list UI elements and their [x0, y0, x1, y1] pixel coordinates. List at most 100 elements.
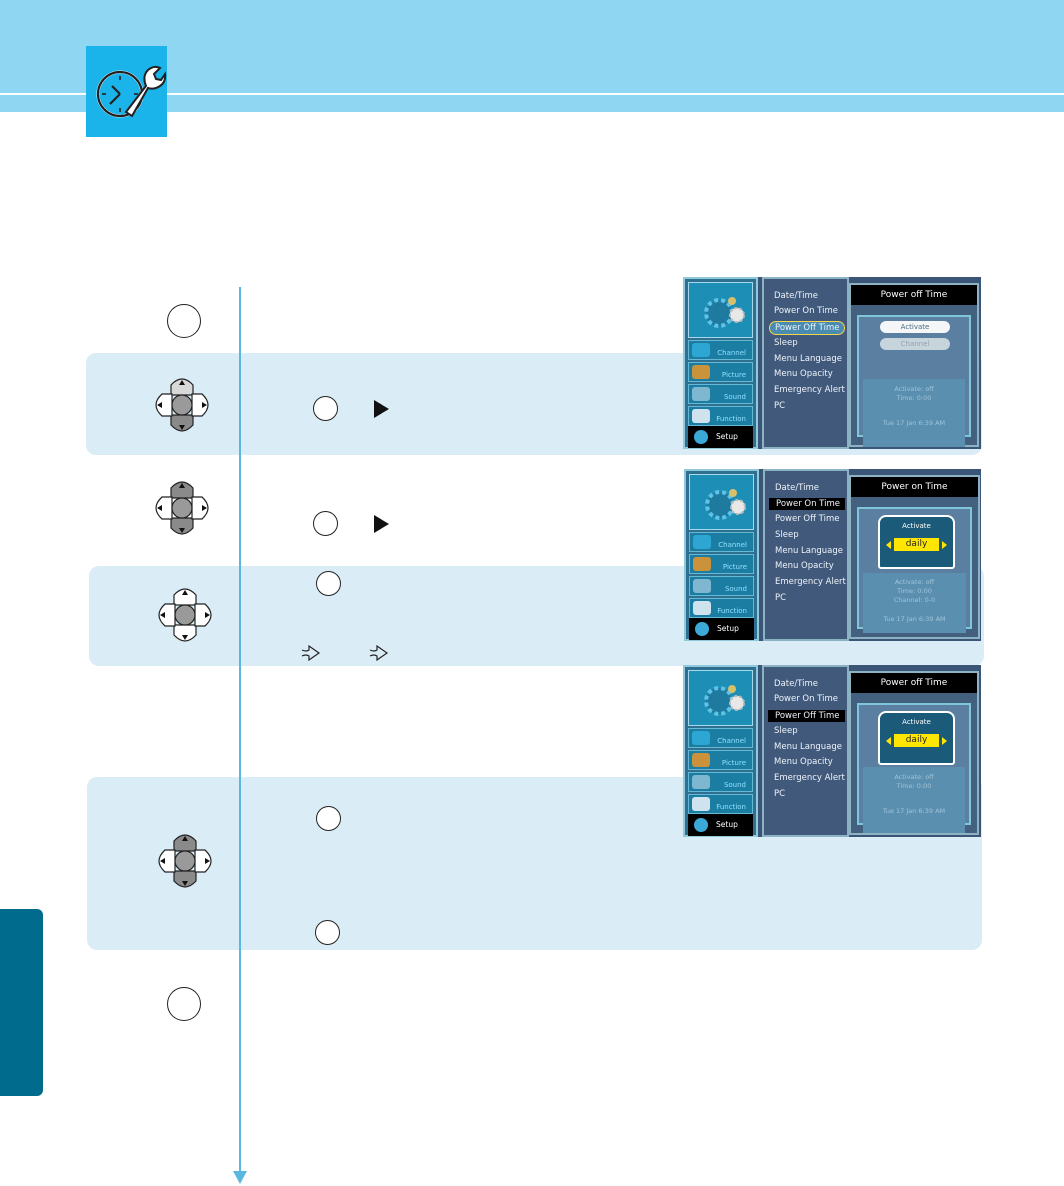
enter-button-circle — [313, 511, 338, 536]
flow-arrow-icon — [233, 1171, 247, 1184]
osd-tab-setup: Setup — [689, 618, 754, 640]
menu-item: PC — [775, 593, 787, 603]
menu-item: Menu Language — [775, 546, 843, 556]
tv-screen-1: Channel Picture Sound Function Setup Dat… — [683, 277, 981, 449]
activate-value: daily — [894, 538, 939, 551]
osd-panel: Power off Time Activate daily Activate: … — [849, 671, 979, 835]
menu-item: Date/Time — [774, 679, 818, 689]
osd-tab-setup: Setup — [688, 814, 753, 836]
panel-title: Power on Time — [851, 477, 978, 497]
menu-item-selected: Power Off Time — [768, 710, 845, 722]
osd-sidebar: Channel Picture Sound Function Setup — [684, 469, 759, 641]
info-line: Channel: 0-0 — [893, 596, 936, 604]
tv-screen-2: Channel Picture Sound Function Setup Dat… — [684, 469, 981, 641]
osd-tab-function: Function — [688, 794, 753, 814]
panel-info: Activate: off Time: 0:00 Channel: 0-0 Tu… — [863, 573, 966, 633]
left-arrow-icon — [886, 737, 891, 745]
gear-icon — [689, 474, 754, 530]
menu-item: Power Off Time — [775, 514, 840, 524]
info-line: Activate: off — [894, 385, 934, 393]
dpad-icon — [155, 481, 209, 535]
osd-tab-sound: Sound — [688, 772, 753, 792]
osd-sidebar: Channel Picture Sound Function Setup — [683, 277, 758, 449]
side-tab — [0, 909, 43, 1096]
osd-menu: Date/Time Power On Time Power Off Time S… — [762, 277, 849, 449]
menu-item-selected: Power Off Time — [769, 321, 846, 335]
menu-item: Date/Time — [774, 291, 818, 301]
activate-selector: Activate daily — [878, 711, 955, 765]
osd-tab-function: Function — [689, 598, 754, 618]
info-line: Time: 0:00 — [897, 587, 932, 595]
info-line: Tue 17 Jan 6:39 AM — [882, 419, 946, 427]
gear-icon — [688, 282, 753, 338]
info-line: Tue 17 Jan 6:39 AM — [883, 615, 946, 623]
menu-item: Sleep — [774, 338, 798, 348]
menu-item: Sleep — [774, 726, 798, 736]
gear-icon — [688, 670, 753, 726]
osd-sidebar: Channel Picture Sound Function Setup — [683, 665, 758, 837]
osd-tab-channel: Channel — [688, 340, 753, 360]
activate-label: Activate — [902, 718, 931, 726]
panel-title: Power off Time — [851, 673, 977, 693]
panel-title: Power off Time — [851, 285, 977, 305]
dpad-icon — [158, 588, 212, 642]
tv-screen-3: Channel Picture Sound Function Setup Dat… — [683, 665, 981, 837]
info-line: Activate: off — [894, 773, 934, 781]
info-line: Time: 0:00 — [896, 394, 932, 402]
osd-panel: Power on Time Activate daily Activate: o… — [849, 475, 980, 639]
osd-menu: Date/Time Power On Time Power Off Time S… — [763, 469, 849, 641]
osd-tab-picture: Picture — [688, 362, 753, 382]
menu-item: Power On Time — [774, 306, 838, 316]
dpad-icon — [158, 834, 212, 888]
panel-info: Activate: off Time: 0:00 Tue 17 Jan 6:39… — [863, 767, 965, 833]
osd-tab-channel: Channel — [688, 728, 753, 748]
osd-menu: Date/Time Power On Time Power Off Time S… — [762, 665, 849, 837]
menu-item: Emergency Alert — [775, 577, 846, 587]
menu-item: Menu Language — [774, 354, 842, 364]
outline-arrow-icon — [301, 644, 321, 662]
menu-item: Emergency Alert — [774, 385, 845, 395]
info-line: Tue 17 Jan 6:39 AM — [882, 807, 946, 815]
menu-item-selected: Power On Time — [769, 498, 845, 510]
enter-button-circle — [316, 806, 341, 831]
menu-button-circle — [167, 304, 201, 338]
right-arrow-icon — [942, 737, 947, 745]
play-triangle-icon — [374, 515, 389, 533]
header-divider — [0, 93, 1064, 95]
outline-arrow-icon — [369, 644, 389, 662]
activate-value: daily — [894, 734, 939, 747]
menu-item: Menu Opacity — [775, 561, 834, 571]
exit-button-circle — [167, 987, 201, 1021]
menu-item: Menu Language — [774, 742, 842, 752]
menu-item: PC — [774, 401, 786, 411]
activate-label: Activate — [902, 522, 931, 530]
activate-button: Activate — [880, 321, 950, 333]
menu-item: Emergency Alert — [774, 773, 845, 783]
menu-item: Menu Opacity — [774, 369, 833, 379]
osd-tab-picture: Picture — [689, 554, 754, 574]
clock-wrench-icon — [86, 46, 167, 137]
menu-item: Date/Time — [775, 483, 819, 493]
activate-selector: Activate daily — [878, 515, 955, 569]
menu-item: Menu Opacity — [774, 757, 833, 767]
osd-tab-setup: Setup — [688, 426, 753, 448]
osd-tab-sound: Sound — [688, 384, 753, 404]
menu-item: Power On Time — [774, 694, 838, 704]
osd-tab-sound: Sound — [689, 576, 754, 596]
osd-panel: Power off Time Activate Channel Activate… — [849, 283, 979, 447]
info-line: Time: 0:00 — [896, 782, 932, 790]
left-arrow-icon — [886, 541, 891, 549]
panel-info: Activate: off Time: 0:00 Tue 17 Jan 6:39… — [863, 379, 965, 447]
osd-tab-picture: Picture — [688, 750, 753, 770]
dpad-icon — [155, 378, 209, 432]
channel-button: Channel — [880, 338, 950, 350]
menu-item: Sleep — [775, 530, 799, 540]
info-line: Activate: off — [894, 578, 935, 586]
right-arrow-icon — [942, 541, 947, 549]
play-triangle-icon — [374, 400, 389, 418]
enter-button-circle — [315, 920, 340, 945]
menu-item: PC — [774, 789, 786, 799]
osd-tab-channel: Channel — [689, 532, 754, 552]
flow-line — [239, 287, 241, 1173]
osd-tab-function: Function — [688, 406, 753, 426]
